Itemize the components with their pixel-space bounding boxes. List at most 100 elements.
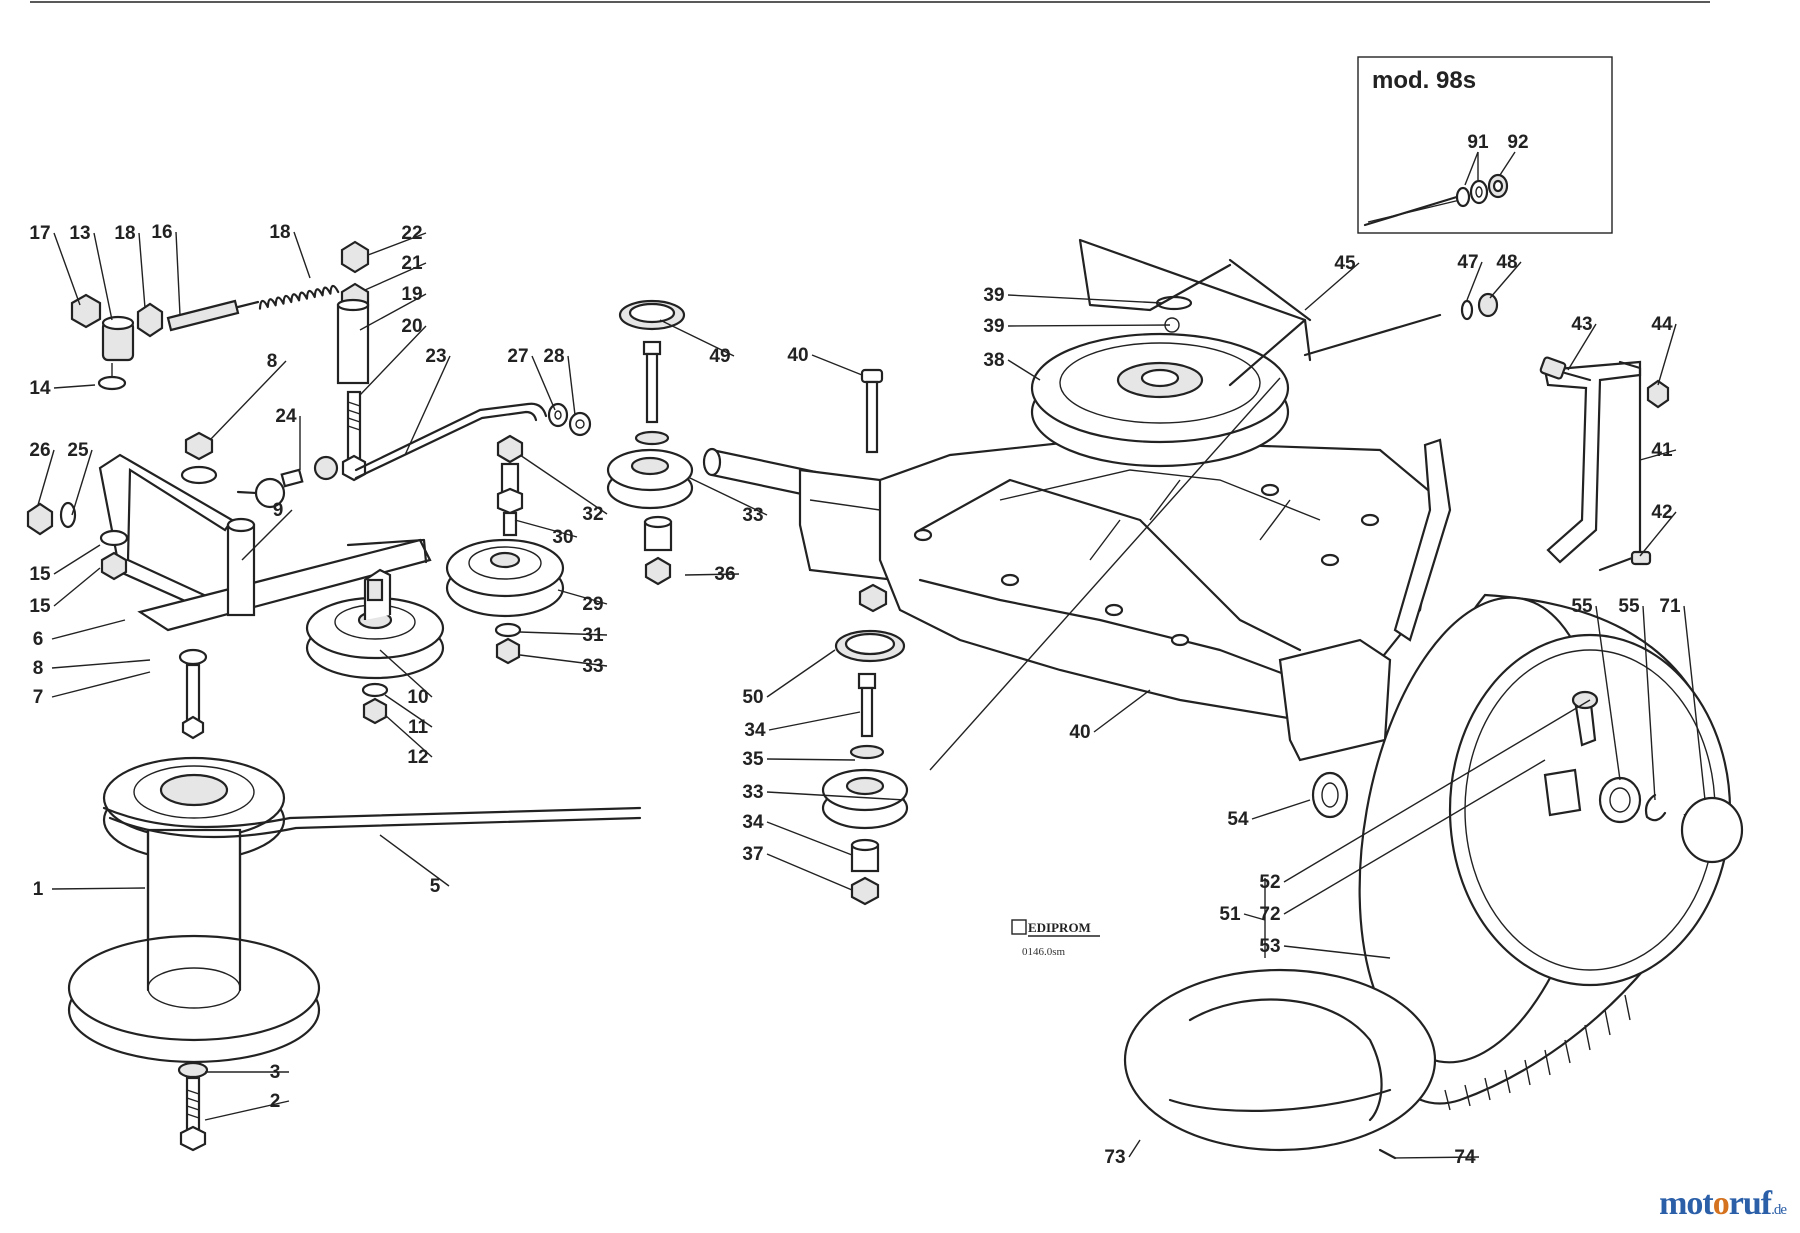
leader-line-43 [1567,323,1597,371]
leader-line-54 [1251,799,1311,820]
leader-line-6 [51,619,126,640]
washer-91 [1455,186,1471,208]
leader-line-13 [93,232,113,321]
leader-line-34 [766,821,853,856]
leader-line-17 [53,232,81,306]
leader-line-53 [1283,945,1391,959]
washer-39-lower [849,744,885,760]
callout-label-53: 53 [1259,936,1280,957]
lower-idler-stack [821,368,909,906]
callout-label-13: 13 [69,223,90,244]
callout-label-49: 49 [709,346,730,367]
nut-33-lower [495,637,521,665]
nut-23 [340,240,370,274]
bracket-26 [98,453,234,614]
stamp-logo-icon [1011,919,1027,935]
callout-label-31: 31 [582,625,604,646]
nut-40-lower [850,876,880,906]
linkage-assembly [70,240,592,509]
sleeve-20 [336,303,370,385]
clip-82 [1378,1148,1397,1160]
callout-label-40: 40 [787,345,808,366]
callout-label-54: 54 [1227,809,1249,830]
leader-line-31 [519,631,608,636]
washer-39-top [634,430,670,446]
leader-line-74 [1394,1156,1480,1159]
idler-pulleys [305,434,565,725]
nut-18-left [70,293,102,329]
callout-label-48: 48 [1496,252,1517,273]
leader-line-32 [519,454,608,515]
bracket-48 [1539,356,1670,572]
leader-line-33 [519,654,608,667]
washer-3 [177,1061,209,1079]
leader-line-10 [379,649,433,698]
leader-line-42 [1639,511,1677,557]
leader-line-38 [1007,359,1041,381]
leader-lines [37,231,1706,1159]
leader-line-33 [689,477,768,516]
leader-line-48 [1489,261,1522,299]
inset-callout-label-92: 92 [1507,132,1528,153]
leader-line-45 [1304,262,1360,311]
leader-line-40 [1093,689,1151,733]
leader-line-35 [766,758,856,761]
leader-line-51 [1243,913,1266,921]
leader-line-21 [364,262,427,291]
callout-label-26: 26 [29,440,50,461]
callout-label-3: 3 [270,1062,281,1083]
nut-13 [362,697,388,725]
callout-label-11: 11 [408,717,429,738]
callout-label-25: 25 [67,440,89,461]
leader-line-47 [1466,261,1483,301]
callout-label-50: 50 [742,687,763,708]
callout-label-32: 32 [582,504,603,525]
leader-line-7 [51,671,151,698]
nut-51 [1646,379,1670,409]
leader-line-15 [53,567,101,607]
bolt-2 [185,1076,201,1135]
bolt-38 [645,352,659,424]
leader-line-71 [1683,605,1706,801]
callout-label-45: 45 [1334,253,1356,274]
leader-line-9 [241,509,293,561]
callout-label-41: 41 [1651,440,1673,461]
callout-label-9: 9 [273,500,284,521]
washer-15-lower [99,529,129,547]
callout-label-28: 28 [543,346,564,367]
leader-line-30 [514,519,578,538]
inset-rod [1363,194,1462,227]
upper-idler-stack [606,299,694,586]
washer-29 [568,411,592,437]
leader-line-73 [1128,1139,1141,1158]
leader-line-41 [1639,449,1677,461]
publisher-stamp: EDIPROM 0146.0sm [1011,919,1100,958]
callout-label-44: 44 [1651,314,1673,335]
leader-line-18 [293,231,311,279]
leader-line-11 [384,694,433,728]
callout-label-7: 7 [33,687,44,708]
leader-line-18 [138,232,146,309]
callout-label-29: 29 [582,594,603,615]
callout-label-39: 39 [983,316,1004,337]
callout-label-42: 42 [1651,502,1672,523]
nut-47 [858,583,888,613]
callout-label-12: 12 [407,747,428,768]
leader-line-40 [811,354,863,376]
callout-label-33: 33 [742,782,763,803]
cover-81 [1123,968,1437,1152]
leader-line-34 [768,711,861,731]
callout-label-39: 39 [983,285,1004,306]
callout-label-47: 47 [1457,252,1478,273]
washer-74 [1311,771,1349,819]
callout-label-72: 72 [1259,904,1280,925]
nut-33-top [496,434,524,464]
engine-pulley [67,756,642,1152]
callout-label-34: 34 [742,812,764,833]
callout-label-40: 40 [1069,722,1090,743]
bracket-plate-48 [1543,360,1642,564]
leader-line-14 [53,384,96,389]
washer-15-top [97,375,127,391]
washer-53 [1460,299,1474,321]
